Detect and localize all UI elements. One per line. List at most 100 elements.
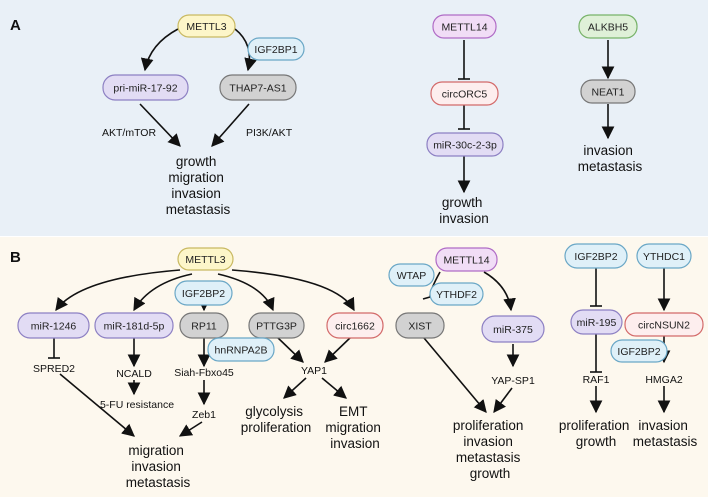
node-a-pri-mir-label: pri-miR-17-92 <box>113 83 177 95</box>
outcome-b-emt-line-3: invasion <box>330 436 380 451</box>
edge-b-spred2-migration <box>59 373 135 437</box>
label-b-zeb1: Zeb1 <box>192 409 216 421</box>
node-a-mir30c-label: miR-30c-2-3p <box>433 140 497 152</box>
node-b-mettl14-label: METTL14 <box>443 255 489 267</box>
outcome-a-growth-block-line-4: metastasis <box>166 202 231 217</box>
outcome-b-migration-block-line-1: migration <box>128 443 184 458</box>
outcome-a-growth-block-line-2: migration <box>168 170 224 185</box>
node-b-circ1662-label: circ1662 <box>335 321 375 333</box>
node-b-hnrnpa2b-label: hnRNPA2B <box>215 345 268 357</box>
node-b-mettl3: METTL3 <box>177 247 234 271</box>
node-a-igf2bp1-label: IGF2BP1 <box>254 44 297 56</box>
node-b-hnrnpa2b: hnRNPA2B <box>207 337 275 362</box>
node-a-mettl14-label: METTL14 <box>441 22 487 34</box>
outcome-b-glycolysis-line-1: glycolysis <box>245 404 303 419</box>
outcome-a-invasion-metastasis-line-1: invasion <box>583 143 633 158</box>
node-b-circnsun2: circNSUN2 <box>624 312 704 337</box>
label-b-hmga2: HMGA2 <box>645 374 683 386</box>
node-b-igf2bp2-mid: IGF2BP2 <box>564 243 628 269</box>
outcome-a-invasion-metastasis: invasion metastasis <box>578 143 643 174</box>
node-b-ythdc1-label: YTHDC1 <box>643 251 685 263</box>
node-b-mir1246-label: miR-1246 <box>31 321 77 333</box>
panel-a-label: A <box>10 17 21 34</box>
outcome-b-prolif-block-line-3: metastasis <box>456 450 521 465</box>
outcome-a-growth-block: growth migration invasion metastasis <box>166 154 231 217</box>
outcome-b-prolif-block-line-1: proliferation <box>453 418 524 433</box>
outcome-b-prolif-block-line-4: growth <box>470 466 511 481</box>
node-b-circ1662: circ1662 <box>326 312 384 339</box>
outcome-a-growth-block-line-3: invasion <box>171 186 221 201</box>
edge-b-mettl3-mir181 <box>133 273 193 312</box>
label-b-raf1: RAF1 <box>583 374 610 386</box>
label-b-spred2: SPRED2 <box>33 363 75 375</box>
node-a-thap7-label: THAP7-AS1 <box>229 83 286 95</box>
node-b-pttg3p-label: PTTG3P <box>256 321 297 333</box>
node-a-pri-mir-17-92: pri-miR-17-92 <box>102 74 189 101</box>
node-b-wtap: WTAP <box>388 263 435 287</box>
node-b-xist-label: XIST <box>408 321 432 333</box>
node-b-mir181d-5p: miR-181d-5p <box>94 312 174 339</box>
node-b-ythdf2: YTHDF2 <box>429 282 484 306</box>
node-a-neat1-label: NEAT1 <box>591 87 624 99</box>
outcome-a-growth-block-line-1: growth <box>176 154 217 169</box>
edge-a-mettl3-primir <box>140 28 179 72</box>
outcome-b-invasion-metastasis-line-2: metastasis <box>633 434 698 449</box>
panel-a-background <box>0 0 708 236</box>
label-a-akt-mtor: AKT/mTOR <box>102 127 156 139</box>
node-b-ythdc1: YTHDC1 <box>636 243 692 269</box>
node-b-mettl14: METTL14 <box>435 247 498 272</box>
edge-b-mettl3-circ1662 <box>231 269 355 312</box>
outcome-b-glycolysis: glycolysis proliferation <box>241 404 312 435</box>
node-a-circorc5: circORC5 <box>430 81 499 106</box>
edge-a-primir-growth <box>139 103 181 147</box>
outcome-b-prolif-growth-line-2: growth <box>576 434 617 449</box>
outcome-b-glycolysis-line-2: proliferation <box>241 420 312 435</box>
node-b-mir375: miR-375 <box>481 315 545 343</box>
label-b-yap-sp1: YAP-SP1 <box>491 375 535 387</box>
node-b-xist: XIST <box>395 312 445 339</box>
outcome-a-growth-invasion: growth invasion <box>439 195 489 226</box>
edge-b-circ1662-yap1 <box>324 335 353 363</box>
outcome-b-migration-block-line-3: metastasis <box>126 475 191 490</box>
panel-b-label: B <box>10 249 21 266</box>
node-b-rp11: RP11 <box>179 312 229 339</box>
node-b-igf2bp2-left: IGF2BP2 <box>174 280 233 306</box>
node-a-alkbh5: ALKBH5 <box>578 14 638 39</box>
edge-b-yapsp1-prolif <box>493 387 513 414</box>
node-a-mettl3: METTL3 <box>177 14 236 38</box>
outcome-b-prolif-growth-line-1: proliferation <box>559 418 630 433</box>
edge-b-mettl14-mir375 <box>483 271 516 312</box>
outcome-b-prolif-block-line-2: invasion <box>463 434 513 449</box>
edge-b-pttg3p-yap1 <box>275 335 304 363</box>
node-b-wtap-label: WTAP <box>397 270 427 282</box>
node-b-mir181-label: miR-181d-5p <box>104 321 165 333</box>
label-b-siah-fbxo45: Siah-Fbxo45 <box>174 367 234 379</box>
outcome-b-invasion-metastasis-line-1: invasion <box>638 418 688 433</box>
node-b-igf2bp2-right: IGF2BP2 <box>610 339 668 363</box>
node-b-rp11-label: RP11 <box>191 321 217 333</box>
node-b-mir1246: miR-1246 <box>17 312 90 339</box>
node-b-mettl3-label: METTL3 <box>185 254 225 266</box>
node-a-igf2bp1: IGF2BP1 <box>247 37 305 61</box>
label-a-pi3k-akt: PI3K/AKT <box>246 127 293 139</box>
label-b-5fu-resistance: 5-FU resistance <box>100 399 174 411</box>
panel-b-background <box>0 237 708 497</box>
outcome-b-migration-block: migration invasion metastasis <box>126 443 191 490</box>
node-b-mir375-label: miR-375 <box>493 324 533 336</box>
edge-b-yap1-glycolysis <box>283 377 307 399</box>
outcome-b-emt: EMT migration invasion <box>325 404 384 451</box>
node-a-circorc5-label: circORC5 <box>442 89 488 101</box>
outcome-a-invasion-metastasis-line-2: metastasis <box>578 159 643 174</box>
outcome-b-invasion-metastasis: invasion metastasis <box>633 418 698 449</box>
edge-b-mettl3-pttg3p <box>217 273 275 312</box>
node-a-neat1: NEAT1 <box>580 79 636 104</box>
node-a-alkbh5-label: ALKBH5 <box>588 22 628 34</box>
label-b-ncald: NCALD <box>116 368 152 380</box>
edge-b-zeb1-migration <box>178 421 203 437</box>
outcome-b-prolif-block: proliferation invasion metastasis growth <box>453 418 527 481</box>
node-b-pttg3p: PTTG3P <box>248 312 305 339</box>
panel-b-edges <box>48 268 671 437</box>
node-b-igf2bp2-mid-label: IGF2BP2 <box>574 251 617 263</box>
node-b-ythdf2-label: YTHDF2 <box>436 289 477 301</box>
node-b-igf2bp2-right-label: IGF2BP2 <box>617 346 660 358</box>
